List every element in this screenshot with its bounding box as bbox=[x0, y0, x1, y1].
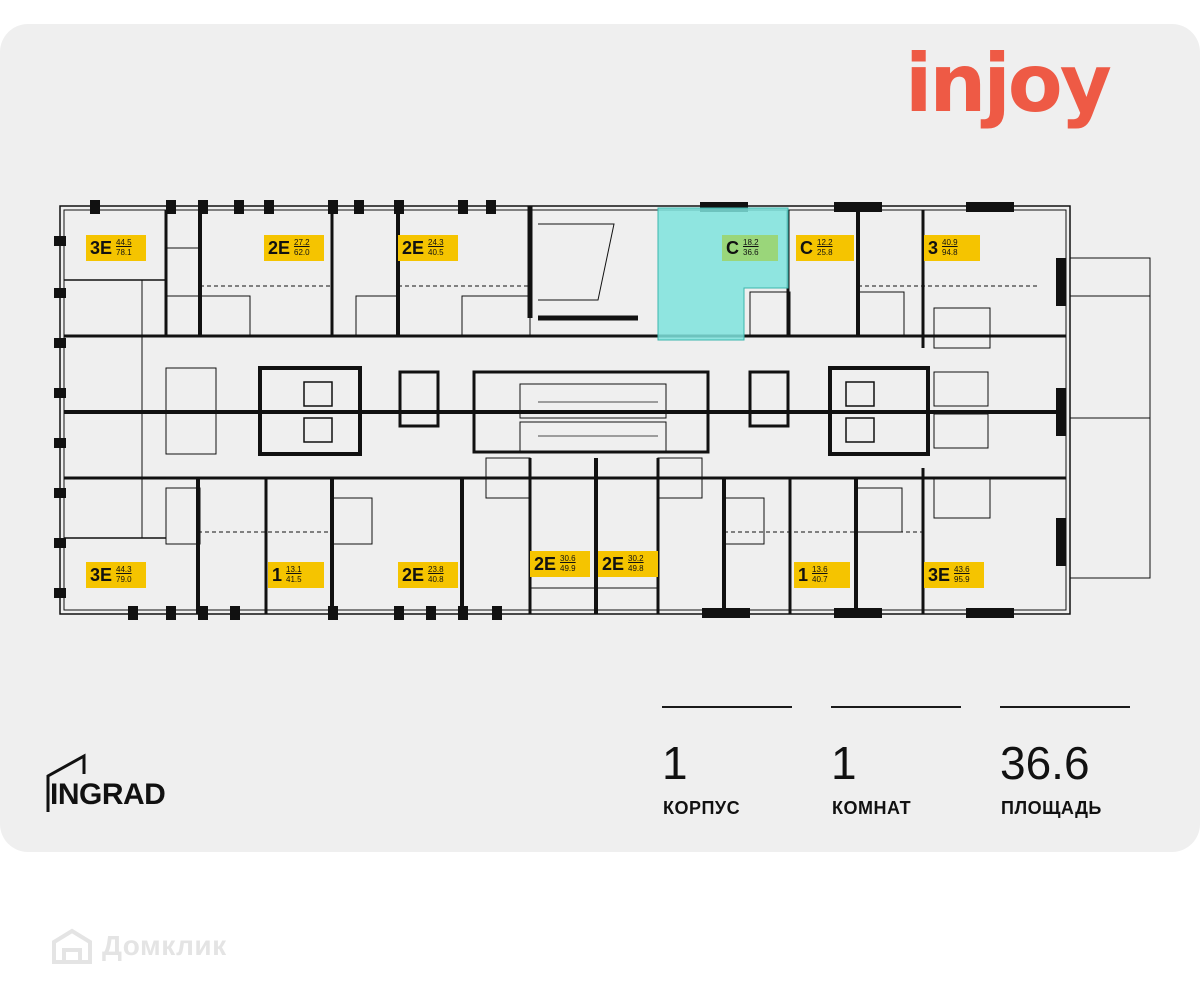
ingrad-logo-text: INGRAD bbox=[50, 778, 166, 811]
stat-divider bbox=[831, 706, 961, 708]
house-icon bbox=[52, 928, 92, 964]
total-area: 49.9 bbox=[560, 564, 576, 573]
building-value: 1 bbox=[662, 737, 688, 789]
apartment-type: 2E bbox=[602, 553, 625, 574]
total-area: 94.8 bbox=[942, 248, 958, 257]
total-area: 40.5 bbox=[428, 248, 444, 257]
watermark-text: Домклик bbox=[102, 930, 227, 961]
apartment-type: 3 bbox=[928, 237, 939, 258]
living-area: 30.6 bbox=[560, 554, 576, 563]
apartment-type: 2E bbox=[534, 553, 557, 574]
total-area: 49.8 bbox=[628, 564, 644, 573]
apartment-type: C bbox=[800, 237, 813, 258]
living-area: 30.2 bbox=[628, 554, 644, 563]
apartment-type: 1 bbox=[272, 564, 283, 585]
living-area: 40.9 bbox=[942, 238, 958, 247]
ingrad-logo-icon bbox=[46, 753, 86, 812]
domclick-watermark: Домклик bbox=[50, 928, 227, 964]
total-area: 25.8 bbox=[817, 248, 833, 257]
total-area: 40.7 bbox=[812, 575, 828, 584]
living-area: 44.5 bbox=[116, 238, 132, 247]
area-value: 36.6 bbox=[1000, 737, 1090, 789]
living-area: 43.6 bbox=[954, 565, 970, 574]
total-area: 95.9 bbox=[954, 575, 970, 584]
apartment-type: 3E bbox=[90, 564, 113, 585]
apartment-type: 3E bbox=[928, 564, 951, 585]
living-area: 13.1 bbox=[286, 565, 302, 574]
area-caption: ПЛОЩАДЬ bbox=[1001, 798, 1102, 818]
apartment-type: 2E bbox=[268, 237, 291, 258]
apartment-type: 2E bbox=[402, 237, 425, 258]
rooms-caption: КОМНАТ bbox=[832, 798, 912, 818]
living-area: 27.2 bbox=[294, 238, 310, 247]
stat-divider bbox=[662, 706, 792, 708]
info-card bbox=[0, 24, 1200, 852]
total-area: 78.1 bbox=[116, 248, 132, 257]
total-area: 62.0 bbox=[294, 248, 310, 257]
apartment-type: 1 bbox=[798, 564, 809, 585]
total-area: 79.0 bbox=[116, 575, 132, 584]
rooms-value: 1 bbox=[831, 737, 857, 789]
building-caption: КОРПУС bbox=[663, 798, 741, 818]
living-area: 23.8 bbox=[428, 565, 444, 574]
living-area: 44.3 bbox=[116, 565, 132, 574]
living-area: 18.2 bbox=[743, 238, 759, 247]
brand-logo: injoy bbox=[905, 37, 1112, 130]
floor-plan bbox=[54, 200, 1151, 620]
living-area: 24.3 bbox=[428, 238, 444, 247]
total-area: 36.6 bbox=[743, 248, 759, 257]
total-area: 41.5 bbox=[286, 575, 302, 584]
living-area: 13.6 bbox=[812, 565, 828, 574]
apartment-type: 3E bbox=[90, 237, 113, 258]
total-area: 40.8 bbox=[428, 575, 444, 584]
selected-apartment-highlight bbox=[657, 207, 789, 341]
apartment-type: 2E bbox=[402, 564, 425, 585]
apartment-type: C bbox=[726, 237, 739, 258]
living-area: 12.2 bbox=[817, 238, 833, 247]
stat-divider bbox=[1000, 706, 1130, 708]
